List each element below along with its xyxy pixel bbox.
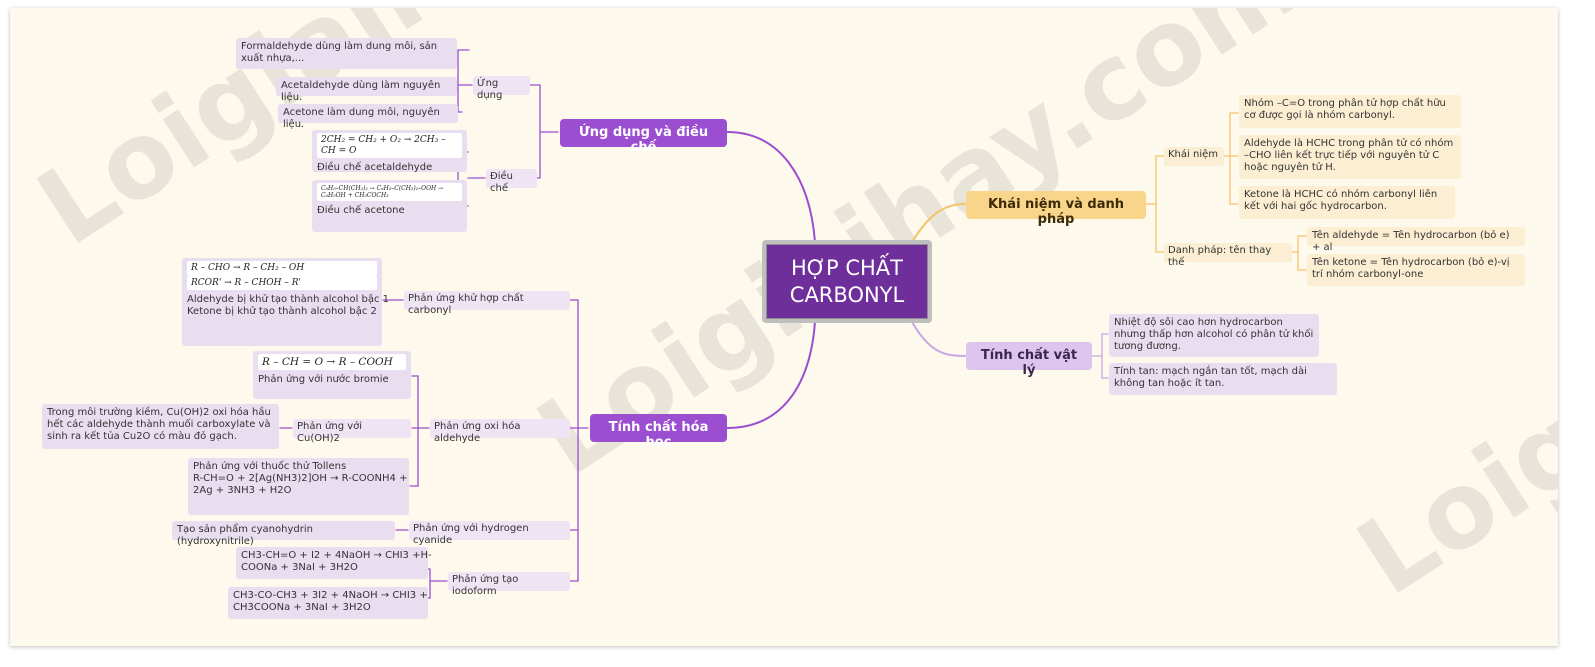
leaf-iodoform-acetone[interactable]: CH3-CO-CH3 + 3I2 + 4NaOH → CHI3 + CH3COO…: [228, 587, 428, 619]
khu-text-ketone: Ketone bị khử tạo thành alcohol bậc 2: [187, 306, 377, 318]
formula-acetone: C₆H₅–CH(CH₃)₂ → C₆H₅–C(CH₃)₂–OOH → C₆H₅O…: [317, 183, 462, 202]
leaf-acetone-use[interactable]: Acetone làm dung môi, nguyên liệu.: [278, 104, 458, 130]
branch-tinh-chat-hoa-hoc[interactable]: Tính chất hóa học: [590, 414, 727, 450]
leaf-cyanohydrin[interactable]: Tạo sản phẩm cyanohydrin (hydroxynitrile…: [172, 521, 395, 547]
khu-text-aldehyde: Aldehyde bị khử tạo thành alcohol bậc 1: [187, 294, 390, 306]
formula-khu-2: RCOR' → R – CHOH – R': [187, 275, 377, 291]
leaf-bromine-label: Phản ứng với nước bromie: [258, 374, 389, 386]
sub-phan-ung-khu[interactable]: Phản ứng khử hợp chất carbonyl: [404, 291, 570, 316]
leaf-iodoform-acetaldehyde[interactable]: CH3-CH=O + I2 + 4NaOH → CHI3 +H- COONa +…: [236, 547, 432, 579]
leaf-dieu-che-acetaldehyde-label: Điều chế acetaldehyde: [317, 162, 433, 174]
leaf-formaldehyde[interactable]: Formaldehyde dùng làm dung môi, sản xuất…: [236, 38, 457, 69]
iodoform-eq1-line1: CH3-CH=O + I2 + 4NaOH → CHI3 +H-: [241, 550, 432, 561]
sub-dieu-che[interactable]: Điều chế: [486, 169, 537, 194]
leaf-cuoh2-detail[interactable]: Trong môi trường kiềm, Cu(OH)2 oxi hóa h…: [42, 404, 279, 449]
leaf-dieu-che-acetone[interactable]: C₆H₅–CH(CH₃)₂ → C₆H₅–C(CH₃)₂–OOH → C₆H₅O…: [312, 180, 467, 232]
tollens-line3: 2Ag + 3NH3 + H2O: [193, 484, 292, 496]
tollens-line2: R-CH=O + 2[Ag(NH3)2]OH → R-COONH4 +: [193, 472, 408, 484]
sub-danh-phap[interactable]: Danh pháp: tên thay thế: [1164, 243, 1292, 268]
leaf-ten-ketone[interactable]: Tên ketone = Tên hydrocarbon (bỏ e)-vị t…: [1307, 254, 1525, 286]
leaf-bromine[interactable]: R – CH = O → R – COOH Phản ứng với nước …: [253, 351, 411, 399]
mind-map-canvas: Loigiaihay.com Loigiaihay.com Loigiaihay…: [10, 8, 1558, 646]
sub-hydrogen-cyanide[interactable]: Phản ứng với hydrogen cyanide: [409, 521, 570, 546]
center-title-line2: CARBONYL: [789, 282, 905, 307]
leaf-khai-niem-ketone[interactable]: Ketone là HCHC có nhóm carbonyl liên kết…: [1239, 186, 1455, 219]
leaf-khai-niem-carbonyl[interactable]: Nhóm –C=O trong phân tử hợp chất hữu cơ …: [1239, 95, 1461, 128]
sub-ung-dung[interactable]: Ứng dụng: [473, 76, 530, 101]
branch-ung-dung-dieu-che[interactable]: Ứng dụng và điều chế: [560, 119, 727, 155]
center-topic[interactable]: HỢP CHẤT CARBONYL: [762, 240, 932, 323]
branch-khai-niem-danh-phap[interactable]: Khái niệm và danh pháp: [966, 191, 1146, 227]
formula-acetaldehyde: 2CH₂ = CH₂ + O₂ → 2CH₃ – CH = O: [317, 133, 462, 159]
iodoform-eq2-line2: CH3COONa + 3NaI + 3H2O: [233, 601, 371, 613]
leaf-phan-ung-khu[interactable]: R – CHO → R – CH₂ – OH RCOR' → R – CHOH …: [182, 258, 390, 346]
leaf-tinh-tan[interactable]: Tính tan: mạch ngắn tan tốt, mạch dài kh…: [1109, 363, 1337, 395]
leaf-dieu-che-acetaldehyde[interactable]: 2CH₂ = CH₂ + O₂ → 2CH₃ – CH = O Điều chế…: [312, 130, 467, 174]
leaf-acetaldehyde-use[interactable]: Acetaldehyde dùng làm nguyên liệu.: [276, 77, 457, 103]
sub-cuoh2[interactable]: Phản ứng với Cu(OH)2: [293, 419, 411, 444]
iodoform-eq1-line2: COONa + 3NaI + 3H2O: [241, 561, 358, 573]
sub-khai-niem[interactable]: Khái niệm: [1164, 147, 1224, 166]
branch-tinh-chat-vat-ly[interactable]: Tính chất vật lý: [966, 342, 1092, 378]
sub-phan-ung-oxi-hoa[interactable]: Phản ứng oxi hóa aldehyde: [430, 419, 570, 444]
leaf-ten-aldehyde[interactable]: Tên aldehyde = Tên hydrocarbon (bỏ e) + …: [1307, 227, 1525, 253]
leaf-dieu-che-acetone-label: Điều chế acetone: [317, 205, 405, 217]
leaf-nhiet-do-soi[interactable]: Nhiệt độ sôi cao hơn hydrocarbon nhưng t…: [1109, 314, 1319, 357]
formula-bromine: R – CH = O → R – COOH: [258, 354, 406, 371]
formula-khu-1: R – CHO → R – CH₂ – OH: [187, 261, 377, 276]
leaf-khai-niem-aldehyde[interactable]: Aldehyde là HCHC trong phân tử có nhóm –…: [1239, 135, 1461, 179]
tollens-line1: Phản ứng với thuốc thử Tollens: [193, 461, 347, 472]
leaf-tollens[interactable]: Phản ứng với thuốc thử Tollens R-CH=O + …: [188, 458, 409, 515]
center-title-line1: HỢP CHẤT: [791, 256, 903, 281]
sub-iodoform[interactable]: Phản ứng tạo iodoform: [448, 572, 570, 597]
iodoform-eq2-line1: CH3-CO-CH3 + 3I2 + 4NaOH → CHI3 +: [233, 590, 428, 601]
